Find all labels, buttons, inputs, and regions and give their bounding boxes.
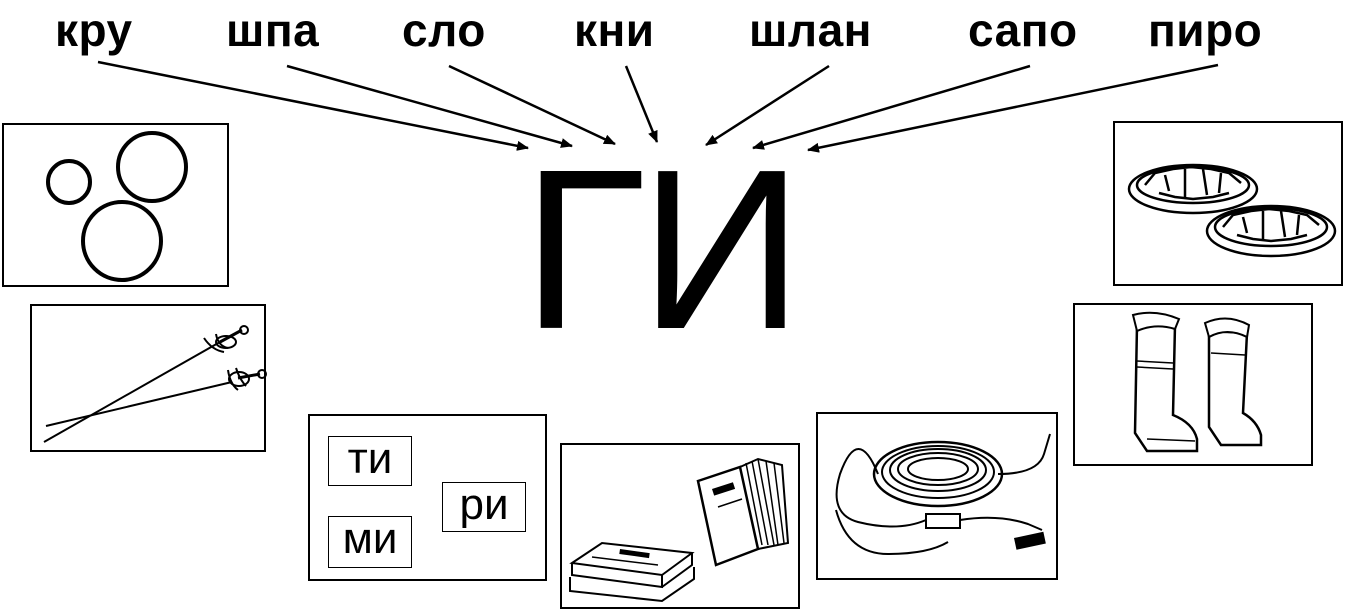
swords-icon: [43, 325, 267, 443]
arrow-slo: [448, 64, 616, 146]
ending-mi: ми: [328, 516, 412, 568]
syllable-kru: кру: [55, 4, 133, 56]
arrow-sapo: [752, 64, 1031, 150]
ending-ti: ти: [328, 436, 412, 486]
picture-books: [560, 443, 800, 609]
syllable-sapo: сапо: [968, 4, 1078, 56]
syllable-piro: пиро: [1148, 4, 1263, 56]
endings-box: ти ми ри: [308, 414, 547, 581]
syllable-shlan: шлан: [749, 4, 872, 56]
syllable-kni: кни: [574, 4, 655, 56]
hose-icon: [835, 433, 1051, 556]
arrow-shlan: [705, 64, 830, 147]
boots-icon: [1131, 311, 1263, 453]
arrow-kru: [97, 60, 529, 151]
picture-pie: [1113, 121, 1343, 286]
arrow-piro: [807, 63, 1219, 153]
picture-boots: [1073, 303, 1313, 466]
pie-icon: [1127, 163, 1337, 258]
ending-ri: ри: [442, 482, 526, 532]
books-icon: [569, 457, 790, 603]
picture-hose: [816, 412, 1058, 580]
center-syllable: ГИ: [522, 123, 803, 377]
picture-circles: [2, 123, 229, 287]
arrow-kni: [624, 65, 659, 143]
picture-swords: [30, 304, 267, 452]
arrow-shpa: [286, 64, 573, 148]
circles-icon: [46, 131, 188, 282]
syllable-slo: сло: [402, 4, 486, 56]
syllable-shpa: шпа: [226, 4, 320, 56]
